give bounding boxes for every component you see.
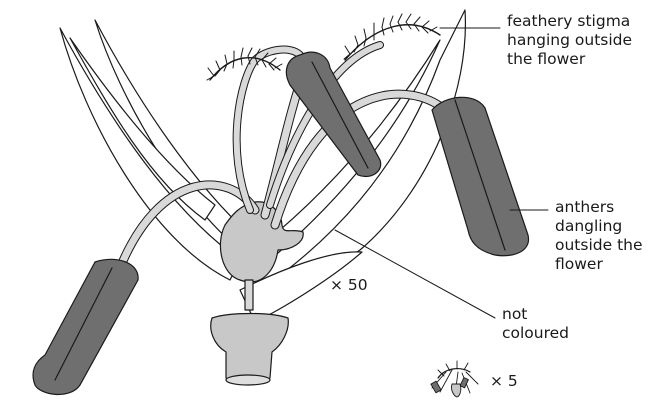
- flower-base: [211, 314, 289, 385]
- base-rim: [226, 375, 270, 385]
- stigma-label: feathery stigma hanging outside the flow…: [507, 12, 632, 69]
- leader-not-coloured: [335, 230, 495, 318]
- magnification-inset: × 5: [490, 372, 518, 391]
- not-coloured-label: not coloured: [502, 305, 569, 343]
- magnification-main: × 50: [330, 276, 368, 295]
- stalk: [245, 280, 253, 310]
- anther-left: [33, 259, 138, 394]
- anthers-label: anthers dangling outside the flower: [555, 198, 643, 274]
- inset-flower-icon: [431, 361, 478, 397]
